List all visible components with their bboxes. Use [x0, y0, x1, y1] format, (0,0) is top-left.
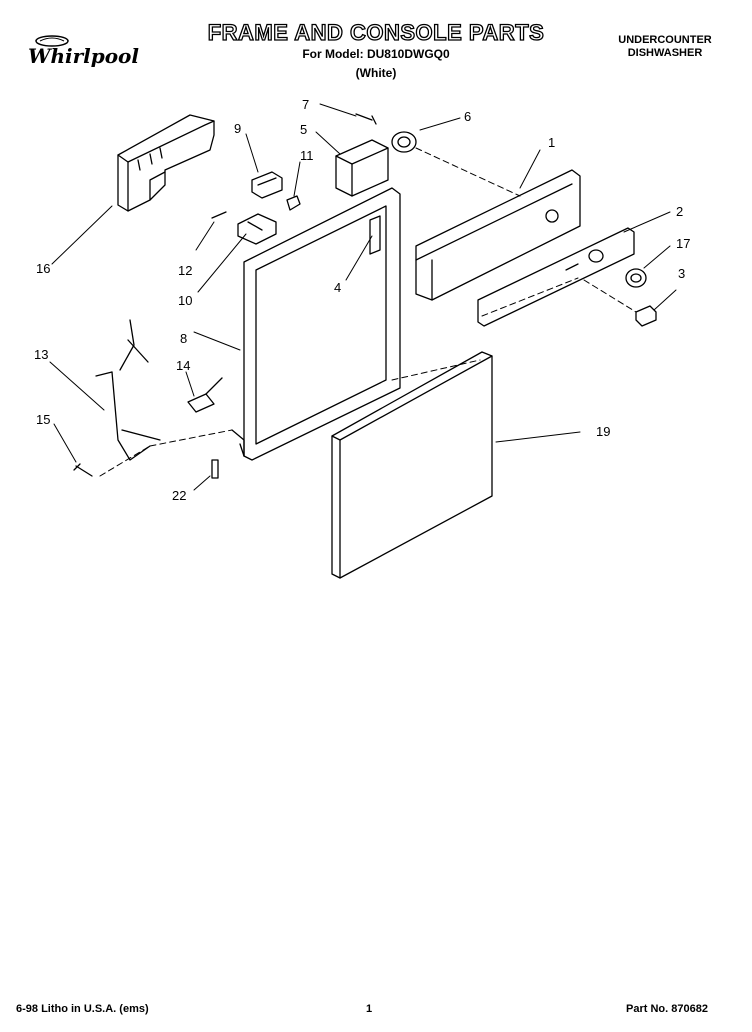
callout-14: 14	[176, 358, 190, 373]
part-8-frame	[231, 187, 401, 461]
model-number: For Model: DU810DWGQ0	[302, 47, 450, 61]
part-2-front-panel	[477, 227, 635, 327]
appliance-type-line2: DISHWASHER	[627, 47, 703, 59]
callout-11: 11	[300, 148, 314, 163]
callout-15: 15	[36, 412, 50, 427]
part-9-switch	[251, 171, 283, 199]
callout-12: 12	[178, 263, 192, 278]
callout-4: 4	[334, 280, 341, 295]
callout-9: 9	[234, 121, 241, 136]
callout-22: 22	[172, 488, 186, 503]
part-11-connector	[286, 195, 301, 211]
brand-name: Whirlpool	[28, 44, 139, 68]
footer-part-number: Part No. 870682	[626, 1003, 708, 1015]
part-19-door-panel	[331, 351, 493, 579]
callout-numbers: 1 2 3 4 5 6 7 8 9 10 11 12 13 14 15 16 1…	[34, 97, 690, 503]
callout-2: 2	[676, 204, 683, 219]
callout-17: 17	[676, 236, 690, 251]
callout-3: 3	[678, 266, 685, 281]
part-17-knob	[625, 268, 647, 288]
callout-7: 7	[302, 97, 309, 112]
part-12-screw	[211, 211, 227, 219]
whirlpool-logo	[22, 30, 154, 74]
part-14-switch	[187, 377, 223, 413]
part-22-clip	[211, 459, 219, 479]
part-3-clip	[635, 305, 657, 327]
part-7-screw	[355, 113, 377, 125]
page-title: FRAME AND CONSOLE PARTS	[207, 19, 545, 45]
part-15-screw	[73, 463, 93, 477]
part-6-knob	[391, 131, 417, 153]
callout-6: 6	[464, 109, 471, 124]
callout-5: 5	[300, 122, 307, 137]
callout-10: 10	[178, 293, 192, 308]
footer-page-number: 1	[366, 1003, 373, 1015]
part-1-console-panel	[415, 169, 581, 301]
callout-8: 8	[180, 331, 187, 346]
callout-19: 19	[596, 424, 610, 439]
callout-13: 13	[34, 347, 48, 362]
callout-16: 16	[36, 261, 50, 276]
leader-lines	[49, 103, 677, 491]
part-5-module	[335, 139, 389, 197]
part-10-bracket	[237, 213, 277, 245]
footer-litho: 6-98 Litho in U.S.A. (ems)	[16, 1003, 149, 1015]
callout-1: 1	[548, 135, 555, 150]
part-13-wire-harness	[95, 319, 161, 461]
appliance-type-line1: UNDERCOUNTER	[618, 34, 712, 46]
model-color: (White)	[355, 66, 397, 80]
alignment-lines	[99, 147, 637, 477]
part-16-cover	[117, 114, 215, 212]
